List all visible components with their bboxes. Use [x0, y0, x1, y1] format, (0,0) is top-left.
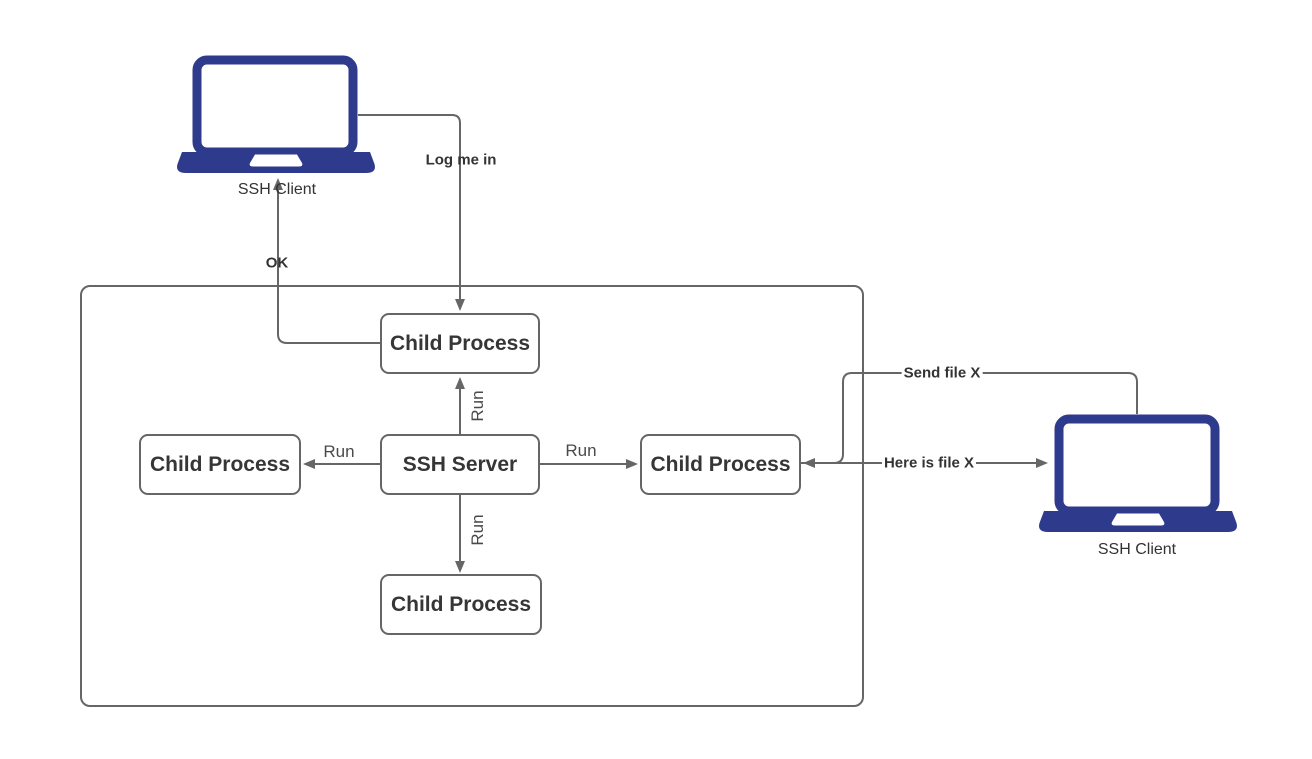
edge-label-ok: OK: [265, 254, 289, 272]
ssh-client-left-label: SSH Client: [237, 181, 317, 198]
edge-label-run-left: Run: [323, 442, 355, 461]
node-child-process-bottom: Child Process: [380, 574, 542, 635]
node-child-process-top: Child Process: [380, 313, 540, 374]
edge-label-run-right: Run: [565, 441, 597, 460]
node-ssh-server: SSH Server: [380, 434, 540, 495]
ssh-client-right-label: SSH Client: [1097, 541, 1177, 558]
node-child-process-left: Child Process: [139, 434, 301, 495]
edge-label-here-is-file-x: Here is file X: [881, 454, 977, 472]
laptop-icon-right: [1039, 414, 1237, 532]
server-host-container: [80, 285, 864, 707]
node-child-process-right: Child Process: [640, 434, 801, 495]
edge-label-send-file-x: Send file X: [901, 364, 983, 382]
edge-ok: [273, 178, 380, 344]
edge-send-file-x: [803, 372, 1138, 468]
edge-label-run-down: Run: [468, 514, 487, 546]
edge-log-me-in: [358, 114, 465, 311]
laptop-icon-left: [177, 55, 375, 173]
edge-label-log-me-in: Log me in: [425, 151, 497, 169]
edge-label-run-up: Run: [468, 390, 487, 422]
